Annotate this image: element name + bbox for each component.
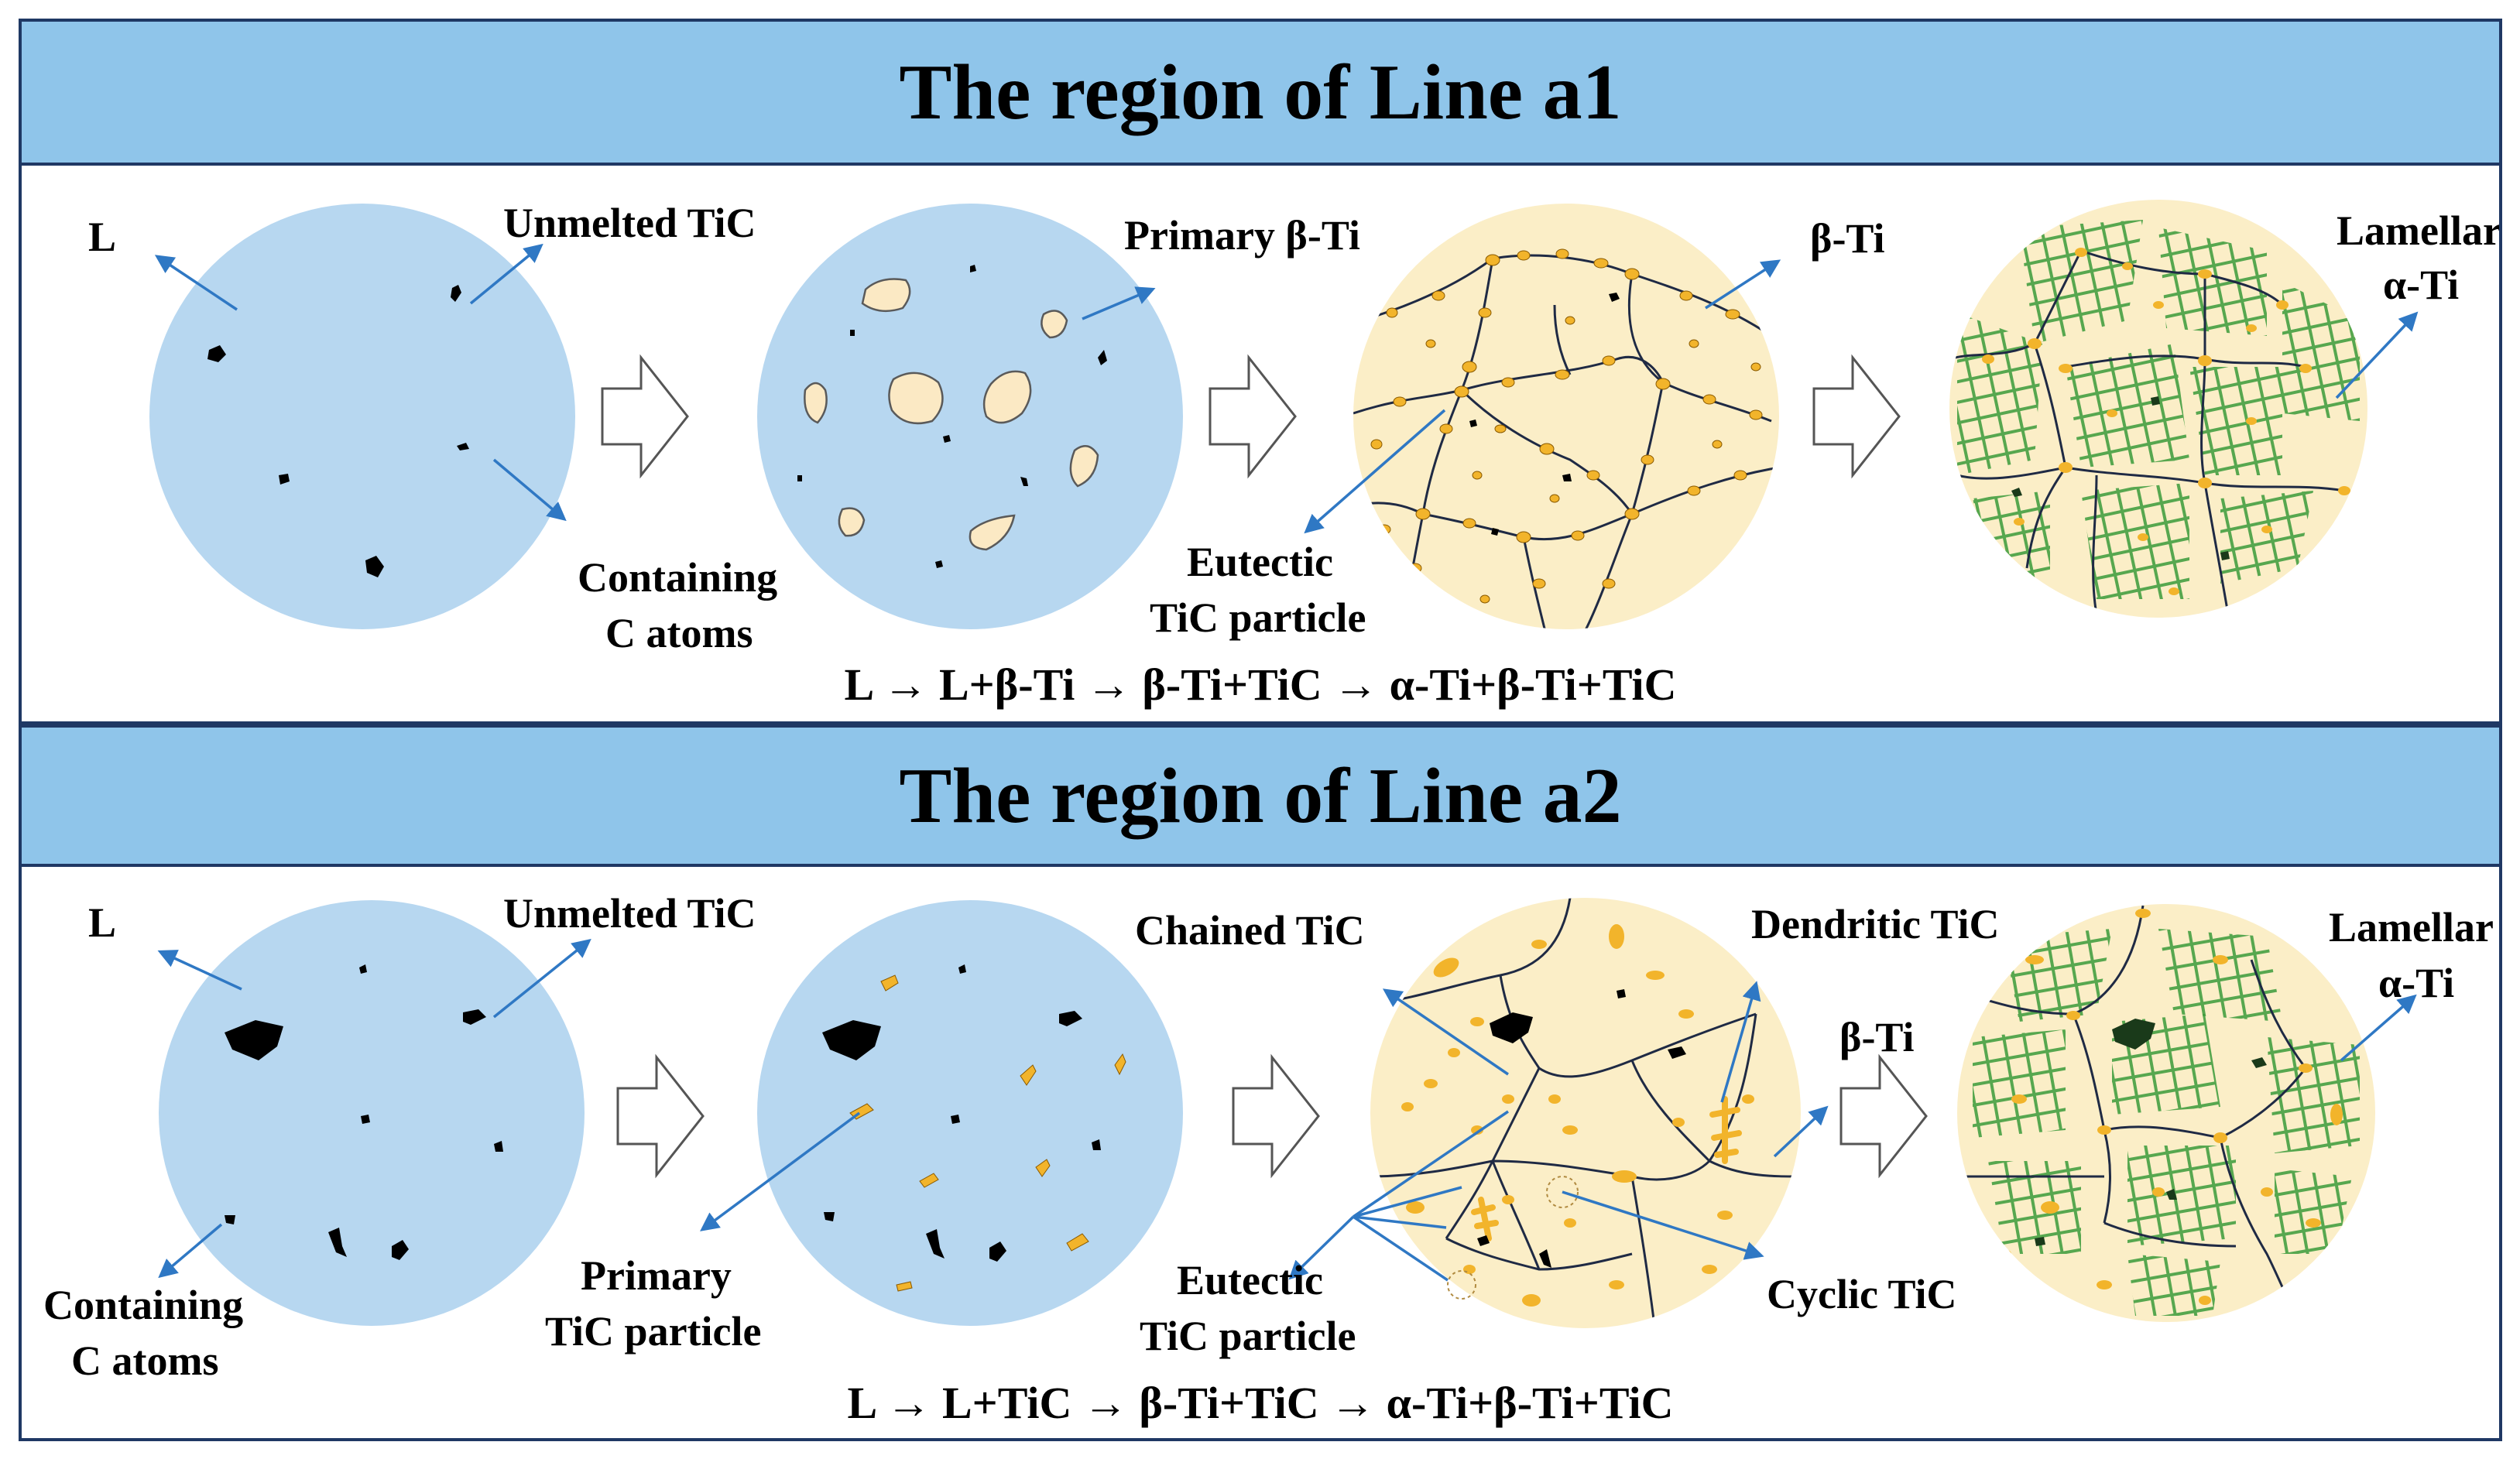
alpha-residual-tic [2011, 396, 2230, 560]
label-liquid: L [88, 214, 116, 260]
alpha-lamellae [1973, 929, 2360, 1316]
reaction-equation: L → L+TiC → β-Ti+TiC → α-Ti+β-Ti+TiC [848, 1378, 1674, 1428]
cyclic-tic [1447, 1176, 1579, 1300]
alpha-residual-tic [2035, 1019, 2267, 1246]
label-lamellar-1: Lamellar [2337, 207, 2499, 254]
label-primary-beta: Primary β-Ti [1124, 212, 1360, 259]
unmelted-tic-particles [207, 285, 469, 577]
label-eutectic-2: TiC particle [1150, 594, 1366, 641]
label-cyclic-tic: Cyclic TiC [1767, 1271, 1957, 1317]
stage-beta-tic [1370, 898, 1801, 1328]
label-lamellar-2: α-Ti [2378, 960, 2454, 1006]
label-beta-ti: β-Ti [1810, 215, 1884, 262]
label-primary-1: Primary [581, 1252, 732, 1299]
label-lamellar-1: Lamellar [2329, 904, 2494, 950]
residual-tic-particles [1477, 989, 1686, 1268]
schematic-a1: L Unmelted TiC Containing C atoms Primar… [88, 200, 2499, 710]
panel-line-a1: The region of Line a1 [19, 19, 2502, 724]
label-containing-c-2: C atoms [605, 610, 753, 656]
label-unmelted-tic: Unmelted TiC [503, 890, 756, 937]
stage-liquid [159, 900, 585, 1326]
beta-grain-boundaries [1370, 898, 1801, 1328]
unmelted-tic-particles [225, 964, 503, 1260]
schematic-a2: L Unmelted TiC Containing C atoms Primar… [43, 890, 2494, 1428]
unmelted-tic-particles-2 [822, 964, 1101, 1262]
alpha-tic-particles [1996, 909, 2343, 1305]
unmelted-tic-particles-2 [797, 265, 1107, 568]
label-eutectic-1: Eutectic [1187, 539, 1333, 585]
label-eutectic-2: TiC particle [1140, 1313, 1356, 1359]
banner-line-a2: The region of Line a2 [22, 728, 2499, 867]
alpha-tic-particles [1982, 248, 2350, 595]
label-lamellar-2: α-Ti [2383, 262, 2459, 308]
dendritic-tic [1471, 1096, 1742, 1242]
label-primary-2: TiC particle [545, 1308, 761, 1355]
panel-title: The region of Line a1 [899, 48, 1622, 136]
leader-arrows [157, 938, 2417, 1282]
residual-tic-particles [1469, 293, 1620, 536]
leader-arrows [154, 243, 2419, 534]
label-containing-c-1: Containing [43, 1282, 243, 1328]
label-containing-c-2: C atoms [71, 1337, 218, 1384]
process-arrows [601, 354, 1901, 479]
primary-beta-grains [804, 278, 1099, 551]
primary-tic-particles [849, 974, 1126, 1292]
label-chained-tic: Chained TiC [1135, 907, 1365, 954]
diagram-line-a1: L Unmelted TiC Containing C atoms Primar… [22, 166, 2499, 721]
panel-title: The region of Line a2 [899, 752, 1622, 840]
stage-liquid [149, 204, 575, 629]
label-dendritic-tic: Dendritic TiC [1751, 901, 2000, 947]
alpha-lamellae [1957, 220, 2360, 599]
label-eutectic-1: Eutectic [1177, 1257, 1323, 1303]
label-unmelted-tic: Unmelted TiC [503, 200, 756, 246]
banner-line-a1: The region of Line a1 [22, 22, 2499, 166]
label-beta-ti: β-Ti [1839, 1014, 1914, 1060]
label-liquid: L [88, 899, 116, 946]
label-containing-c-1: Containing [578, 554, 777, 601]
diagram-line-a2: L Unmelted TiC Containing C atoms Primar… [22, 867, 2499, 1438]
process-arrows [616, 1053, 1928, 1179]
panel-line-a2: The region of Line a2 [19, 724, 2502, 1441]
stage-liquid-primary-tic [757, 900, 1183, 1326]
reaction-equation: L → L+β-Ti → β-Ti+TiC → α-Ti+β-Ti+TiC [845, 659, 1677, 710]
